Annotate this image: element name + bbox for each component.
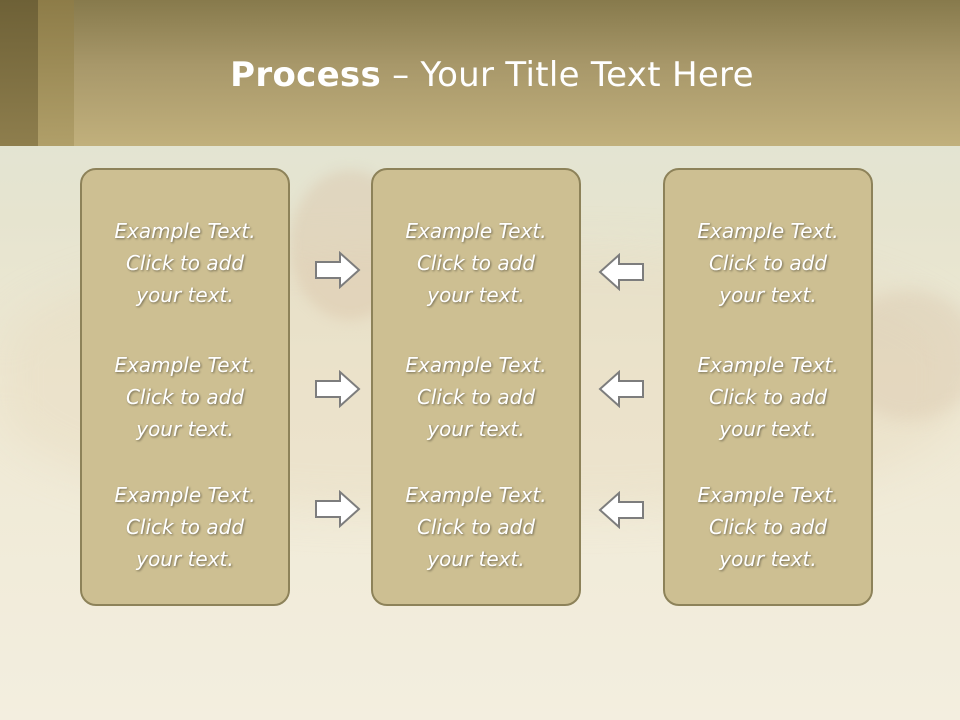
- text-line: Example Text.: [405, 353, 547, 377]
- slide-title-bold: Process: [230, 55, 382, 95]
- left-arrow-icon[interactable]: [597, 491, 645, 529]
- title-banner: Process – Your Title Text Here: [0, 0, 960, 146]
- text-line: Example Text.: [114, 219, 256, 243]
- text-placeholder[interactable]: Example Text. Click to add your text.: [665, 479, 871, 575]
- process-box-right[interactable]: Example Text. Click to add your text. Ex…: [663, 168, 873, 606]
- banner-accent-bar: [38, 0, 74, 146]
- right-arrow-icon[interactable]: [314, 490, 362, 528]
- text-line: Example Text.: [697, 219, 839, 243]
- process-box-middle[interactable]: Example Text. Click to add your text. Ex…: [371, 168, 581, 606]
- text-line: your text.: [136, 417, 234, 441]
- text-placeholder[interactable]: Example Text. Click to add your text.: [373, 349, 579, 445]
- text-line: Example Text.: [114, 483, 256, 507]
- text-placeholder[interactable]: Example Text. Click to add your text.: [665, 349, 871, 445]
- text-line: your text.: [136, 547, 234, 571]
- text-line: Click to add: [125, 515, 245, 539]
- text-line: your text.: [427, 547, 525, 571]
- text-placeholder[interactable]: Example Text. Click to add your text.: [82, 349, 288, 445]
- text-line: Click to add: [708, 515, 828, 539]
- text-line: Click to add: [125, 385, 245, 409]
- text-line: Click to add: [416, 385, 536, 409]
- text-line: Example Text.: [697, 353, 839, 377]
- text-line: Click to add: [416, 515, 536, 539]
- text-placeholder[interactable]: Example Text. Click to add your text.: [373, 215, 579, 311]
- text-line: your text.: [427, 283, 525, 307]
- text-placeholder[interactable]: Example Text. Click to add your text.: [82, 215, 288, 311]
- text-line: Example Text.: [405, 219, 547, 243]
- text-line: Example Text.: [697, 483, 839, 507]
- left-arrow-icon[interactable]: [597, 370, 645, 408]
- text-placeholder[interactable]: Example Text. Click to add your text.: [373, 479, 579, 575]
- text-line: your text.: [719, 547, 817, 571]
- right-arrow-icon[interactable]: [314, 251, 362, 289]
- text-line: Example Text.: [114, 353, 256, 377]
- right-arrow-icon[interactable]: [314, 370, 362, 408]
- text-placeholder[interactable]: Example Text. Click to add your text.: [665, 215, 871, 311]
- banner-accent-bar: [0, 0, 38, 146]
- text-line: Click to add: [708, 385, 828, 409]
- text-line: your text.: [719, 417, 817, 441]
- text-line: your text.: [427, 417, 525, 441]
- text-line: Click to add: [125, 251, 245, 275]
- text-line: Click to add: [708, 251, 828, 275]
- process-box-left[interactable]: Example Text. Click to add your text. Ex…: [80, 168, 290, 606]
- slide-title-rest: – Your Title Text Here: [381, 55, 754, 95]
- text-line: Example Text.: [405, 483, 547, 507]
- slide-title[interactable]: Process – Your Title Text Here: [74, 50, 910, 100]
- text-line: your text.: [719, 283, 817, 307]
- text-line: Click to add: [416, 251, 536, 275]
- text-line: your text.: [136, 283, 234, 307]
- text-placeholder[interactable]: Example Text. Click to add your text.: [82, 479, 288, 575]
- left-arrow-icon[interactable]: [597, 253, 645, 291]
